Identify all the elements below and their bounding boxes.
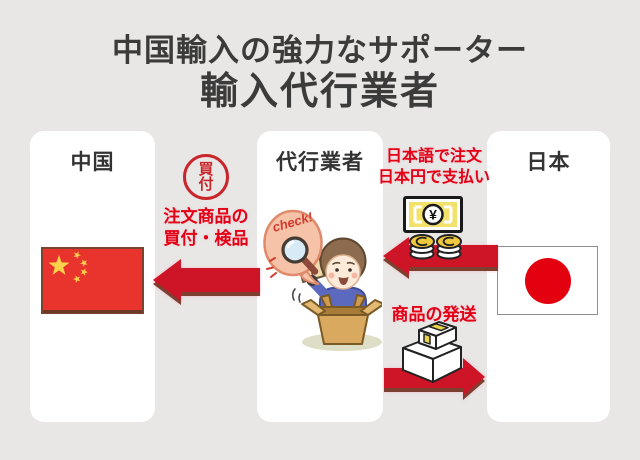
inspector-illustration: check! [263,209,382,351]
page-title-line1: 中国輸入の強力なサポーター [112,33,528,68]
magnifier-icon [281,236,319,275]
arrow-agent-to-china [153,259,260,305]
yen-bill-icon: ¥ [403,196,463,233]
yen-symbol: ¥ [429,207,437,223]
order-note-line1: 日本語で注文 [385,148,482,165]
coins-icon [409,234,462,260]
purchase-note-line2: 買付・検品 [163,229,249,249]
japan-flag-icon [497,246,598,315]
ship-note: 商品の発送 [391,305,477,324]
purchase-stamp-icon: 買 付 [183,154,229,200]
agent-label: 代行業者 [276,151,364,174]
china-label: 中国 [70,151,115,174]
stamp-kanji-top: 買 [198,160,214,178]
check-bubble: check! [263,209,323,285]
china-flag-icon [41,247,144,314]
parcel-boxes-icon [402,321,462,383]
page-title-line2: 輸入代行業者 [199,71,440,113]
order-note-line2: 日本円で支払い [377,168,490,186]
stamp-kanji-bottom: 付 [198,176,214,193]
purchase-note: 注文商品の 買付・検品 [148,206,264,251]
order-note: 日本語で注文 日本円で支払い [377,147,491,189]
japan-label: 日本 [526,151,571,174]
purchase-note-line1: 注文商品の [163,207,249,226]
japan-flag-sun [524,257,571,304]
